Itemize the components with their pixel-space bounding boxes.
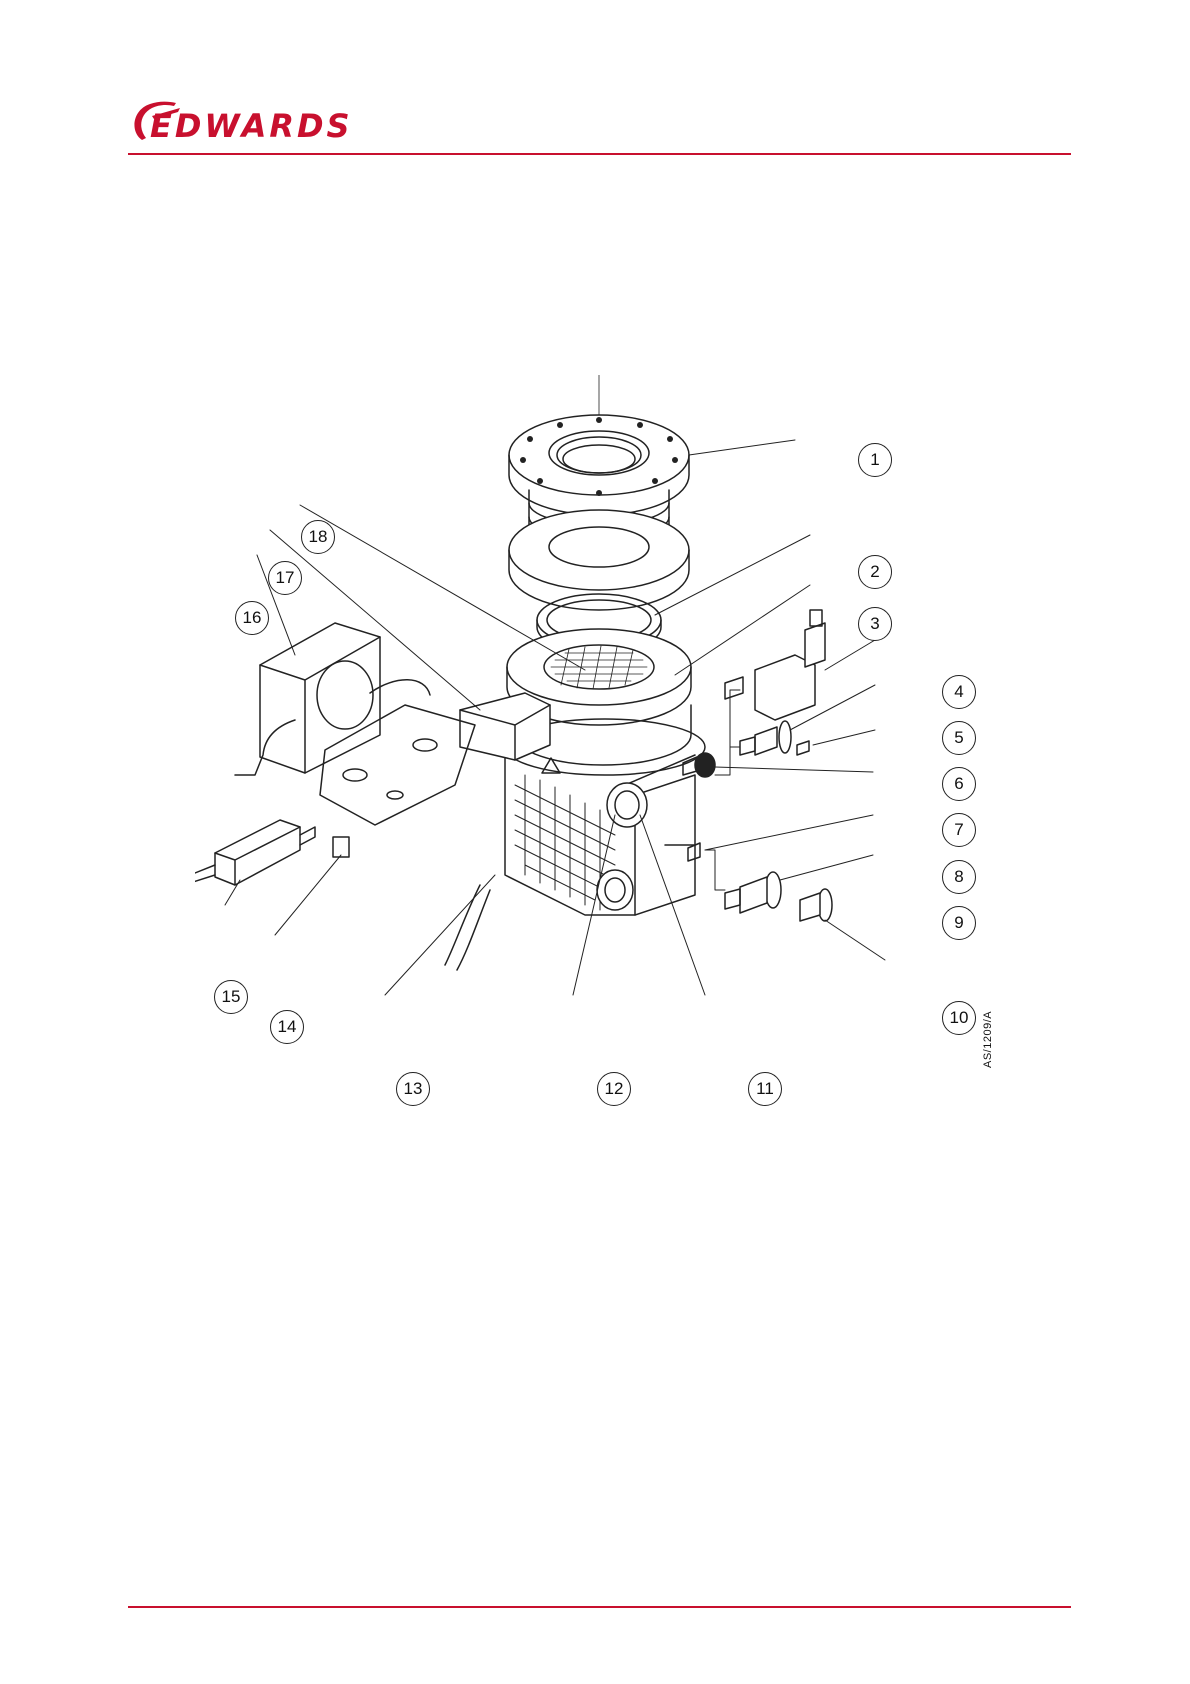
callout-11: 11 — [748, 1072, 782, 1106]
plug-6-drawing — [797, 741, 809, 755]
callout-18: 18 — [301, 520, 335, 554]
exploded-parts-diagram: 1 2 3 4 5 6 7 8 9 10 11 12 13 14 15 16 1… — [195, 375, 1015, 1115]
callout-5: 5 — [942, 721, 976, 755]
callout-15: 15 — [214, 980, 248, 1014]
connector-drawing — [333, 837, 349, 857]
logo-wordmark: EDWARDS — [150, 107, 353, 145]
adaptor-10-drawing — [800, 889, 832, 921]
callout-13: 13 — [396, 1072, 430, 1106]
callout-3: 3 — [858, 607, 892, 641]
knob-7-drawing — [683, 753, 715, 777]
adaptor-5-drawing — [740, 721, 791, 755]
callout-12: 12 — [597, 1072, 631, 1106]
adaptor-9-drawing — [725, 872, 781, 913]
solenoid-valve-drawing — [725, 610, 825, 720]
callout-10: 10 — [942, 1001, 976, 1035]
callout-7: 7 — [942, 813, 976, 847]
callout-17: 17 — [268, 561, 302, 595]
controller-drawing — [460, 693, 550, 760]
callout-6: 6 — [942, 767, 976, 801]
callout-9: 9 — [942, 906, 976, 940]
callout-16: 16 — [235, 601, 269, 635]
edwards-logo: EDWARDS — [128, 96, 398, 146]
inlet-adaptor-drawing — [509, 415, 689, 610]
pump-drawing — [195, 375, 1015, 1115]
vent-valve-drawing — [195, 820, 315, 885]
footer-divider — [128, 1606, 1071, 1608]
fan-unit-drawing — [235, 623, 430, 775]
callout-14: 14 — [270, 1010, 304, 1044]
callout-8: 8 — [942, 860, 976, 894]
header-divider — [128, 153, 1071, 155]
callout-4: 4 — [942, 675, 976, 709]
callout-2: 2 — [858, 555, 892, 589]
drawing-reference-code: AS/1209/A — [982, 1011, 994, 1068]
callout-1: 1 — [858, 443, 892, 477]
